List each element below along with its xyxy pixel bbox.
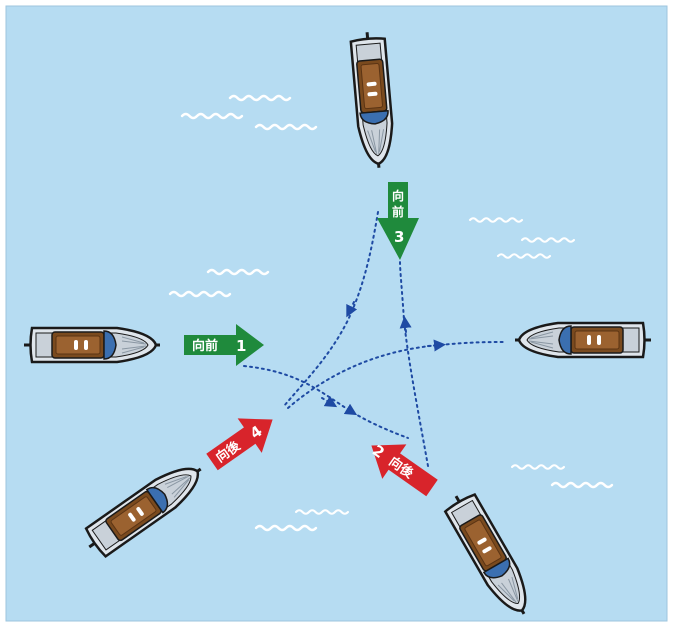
step-1-number: 1: [236, 337, 246, 355]
motorboat-icon: [515, 323, 651, 357]
step-1-label: 向前: [192, 338, 218, 354]
step-3-label-char1: 向: [392, 188, 404, 203]
step-3-label-char2: 前: [392, 204, 404, 219]
motorboat-icon: [24, 328, 160, 362]
boat-right: [515, 323, 651, 357]
boat-left: [24, 328, 160, 362]
step-3-number: 3: [394, 228, 404, 246]
